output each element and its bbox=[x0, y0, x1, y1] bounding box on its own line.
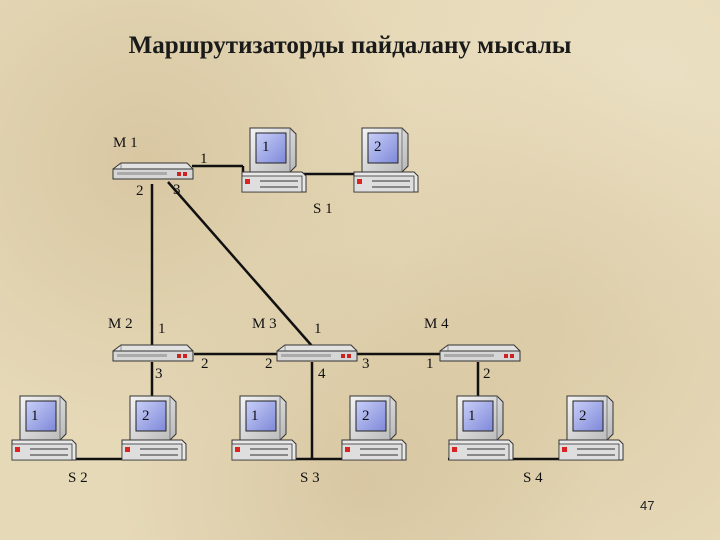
router-label-m4: М 4 bbox=[424, 316, 449, 332]
computer-label: 2 bbox=[579, 408, 587, 424]
computer-s2-2 bbox=[121, 395, 187, 461]
port-label: 1 bbox=[200, 151, 208, 167]
computer-s1-1 bbox=[241, 127, 307, 193]
router-label-m1: М 1 bbox=[113, 135, 138, 151]
computer-s4-1 bbox=[448, 395, 514, 461]
port-label: 2 bbox=[136, 183, 144, 199]
router-m3 bbox=[276, 344, 358, 362]
computer-s3-1 bbox=[231, 395, 297, 461]
port-label: 2 bbox=[483, 366, 491, 382]
port-label: 1 bbox=[314, 321, 322, 337]
port-label: 3 bbox=[362, 356, 370, 372]
computer-label: 1 bbox=[262, 139, 270, 155]
segment-label-s3: S 3 bbox=[300, 470, 320, 486]
segment-label-s4: S 4 bbox=[523, 470, 543, 486]
port-label: 2 bbox=[201, 356, 209, 372]
computer-label: 1 bbox=[468, 408, 476, 424]
slide-title: Маршрутизаторды пайдалану мысалы bbox=[128, 32, 572, 59]
router-m2 bbox=[112, 344, 194, 362]
computer-s1-2 bbox=[353, 127, 419, 193]
computer-s2-1 bbox=[11, 395, 77, 461]
port-label: 1 bbox=[426, 356, 434, 372]
computer-label: 1 bbox=[251, 408, 259, 424]
router-m4 bbox=[439, 344, 521, 362]
router-m1 bbox=[112, 162, 194, 180]
computer-label: 1 bbox=[31, 408, 39, 424]
port-label: 3 bbox=[173, 182, 181, 198]
router-label-m3: М 3 bbox=[252, 316, 277, 332]
computer-s4-2 bbox=[558, 395, 624, 461]
port-label: 4 bbox=[318, 366, 326, 382]
computer-label: 2 bbox=[374, 139, 382, 155]
computer-label: 2 bbox=[362, 408, 370, 424]
page-number: 47 bbox=[640, 498, 655, 513]
segment-label-s2: S 2 bbox=[68, 470, 88, 486]
port-label: 3 bbox=[155, 366, 163, 382]
router-label-m2: М 2 bbox=[108, 316, 133, 332]
port-label: 2 bbox=[265, 356, 273, 372]
computer-label: 2 bbox=[142, 408, 150, 424]
cable-m1-m3 bbox=[167, 181, 313, 347]
port-label: 1 bbox=[158, 321, 166, 337]
segment-label-s1: S 1 bbox=[313, 201, 333, 217]
computer-s3-2 bbox=[341, 395, 407, 461]
